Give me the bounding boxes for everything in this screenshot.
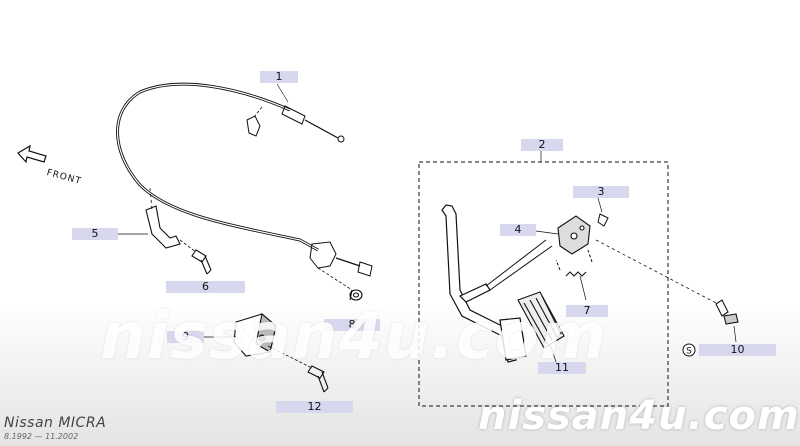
cable-bracket — [118, 205, 197, 253]
bolt-6 — [191, 249, 212, 275]
grommet-8 — [349, 289, 363, 301]
part-label-11: 11 — [538, 362, 586, 374]
pedal-assembly-frame — [418, 150, 669, 407]
pivot-bracket-4 — [535, 215, 591, 255]
part-label-7: 7 — [566, 305, 608, 317]
stopper-block-9 — [204, 312, 313, 369]
circled-s-text: S — [686, 347, 692, 357]
model-years: 8.1992 — 11.2002 — [4, 432, 79, 441]
watermark-center: nissan4u.com — [100, 300, 608, 374]
part-label-3: 3 — [573, 186, 629, 198]
bolt-12 — [307, 365, 329, 393]
clip-3 — [597, 197, 609, 227]
part-label-10: 10 — [699, 344, 776, 356]
circled-s-symbol: S — [682, 343, 696, 357]
bolt-10 — [595, 239, 739, 343]
pedal-pad-11 — [517, 291, 565, 363]
part-label-12: 12 — [276, 401, 353, 413]
part-label-1: 1 — [260, 71, 298, 83]
part-label-8: 8 — [324, 319, 380, 331]
part-label-2: 2 — [521, 139, 563, 151]
accelerator-cable — [116, 82, 373, 291]
pedal-arm — [441, 204, 553, 363]
part-label-4: 4 — [500, 224, 536, 236]
return-spring-7 — [555, 249, 593, 301]
part-label-6: 6 — [166, 281, 245, 293]
part-label-5: 5 — [72, 228, 118, 240]
watermark-corner: nissan4u.com — [478, 393, 800, 439]
part-label-9: 9 — [167, 331, 204, 343]
front-arrow — [17, 144, 47, 164]
model-name: Nissan MICRA — [4, 415, 107, 431]
